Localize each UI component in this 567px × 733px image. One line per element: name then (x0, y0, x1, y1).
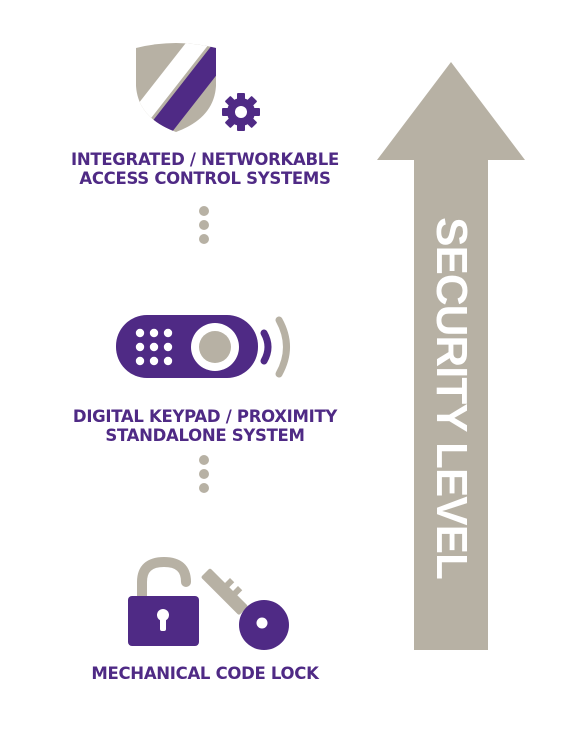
level-1-label: MECHANICAL CODE LOCK (20, 664, 390, 683)
level-1-line1: MECHANICAL CODE LOCK (91, 664, 319, 683)
level-2-line1: DIGITAL KEYPAD / PROXIMITY (72, 407, 338, 426)
connector-dots (198, 206, 210, 248)
level-2-label: DIGITAL KEYPAD / PROXIMITY STANDALONE SY… (20, 407, 390, 445)
keypad-proximity-icon (116, 315, 290, 378)
level-3-line1: INTEGRATED / NETWORKABLE (71, 150, 339, 169)
level-3-label: INTEGRATED / NETWORKABLE ACCESS CONTROL … (20, 150, 390, 188)
shield-gear-icon (136, 43, 260, 132)
level-2-line2: STANDALONE SYSTEM (105, 426, 305, 445)
security-level-label: SECURITY LEVEL (427, 217, 476, 579)
level-3-line2: ACCESS CONTROL SYSTEMS (79, 169, 331, 188)
security-level-arrow (377, 62, 525, 650)
padlock-key-icon (128, 556, 289, 650)
connector-dots (198, 455, 210, 497)
